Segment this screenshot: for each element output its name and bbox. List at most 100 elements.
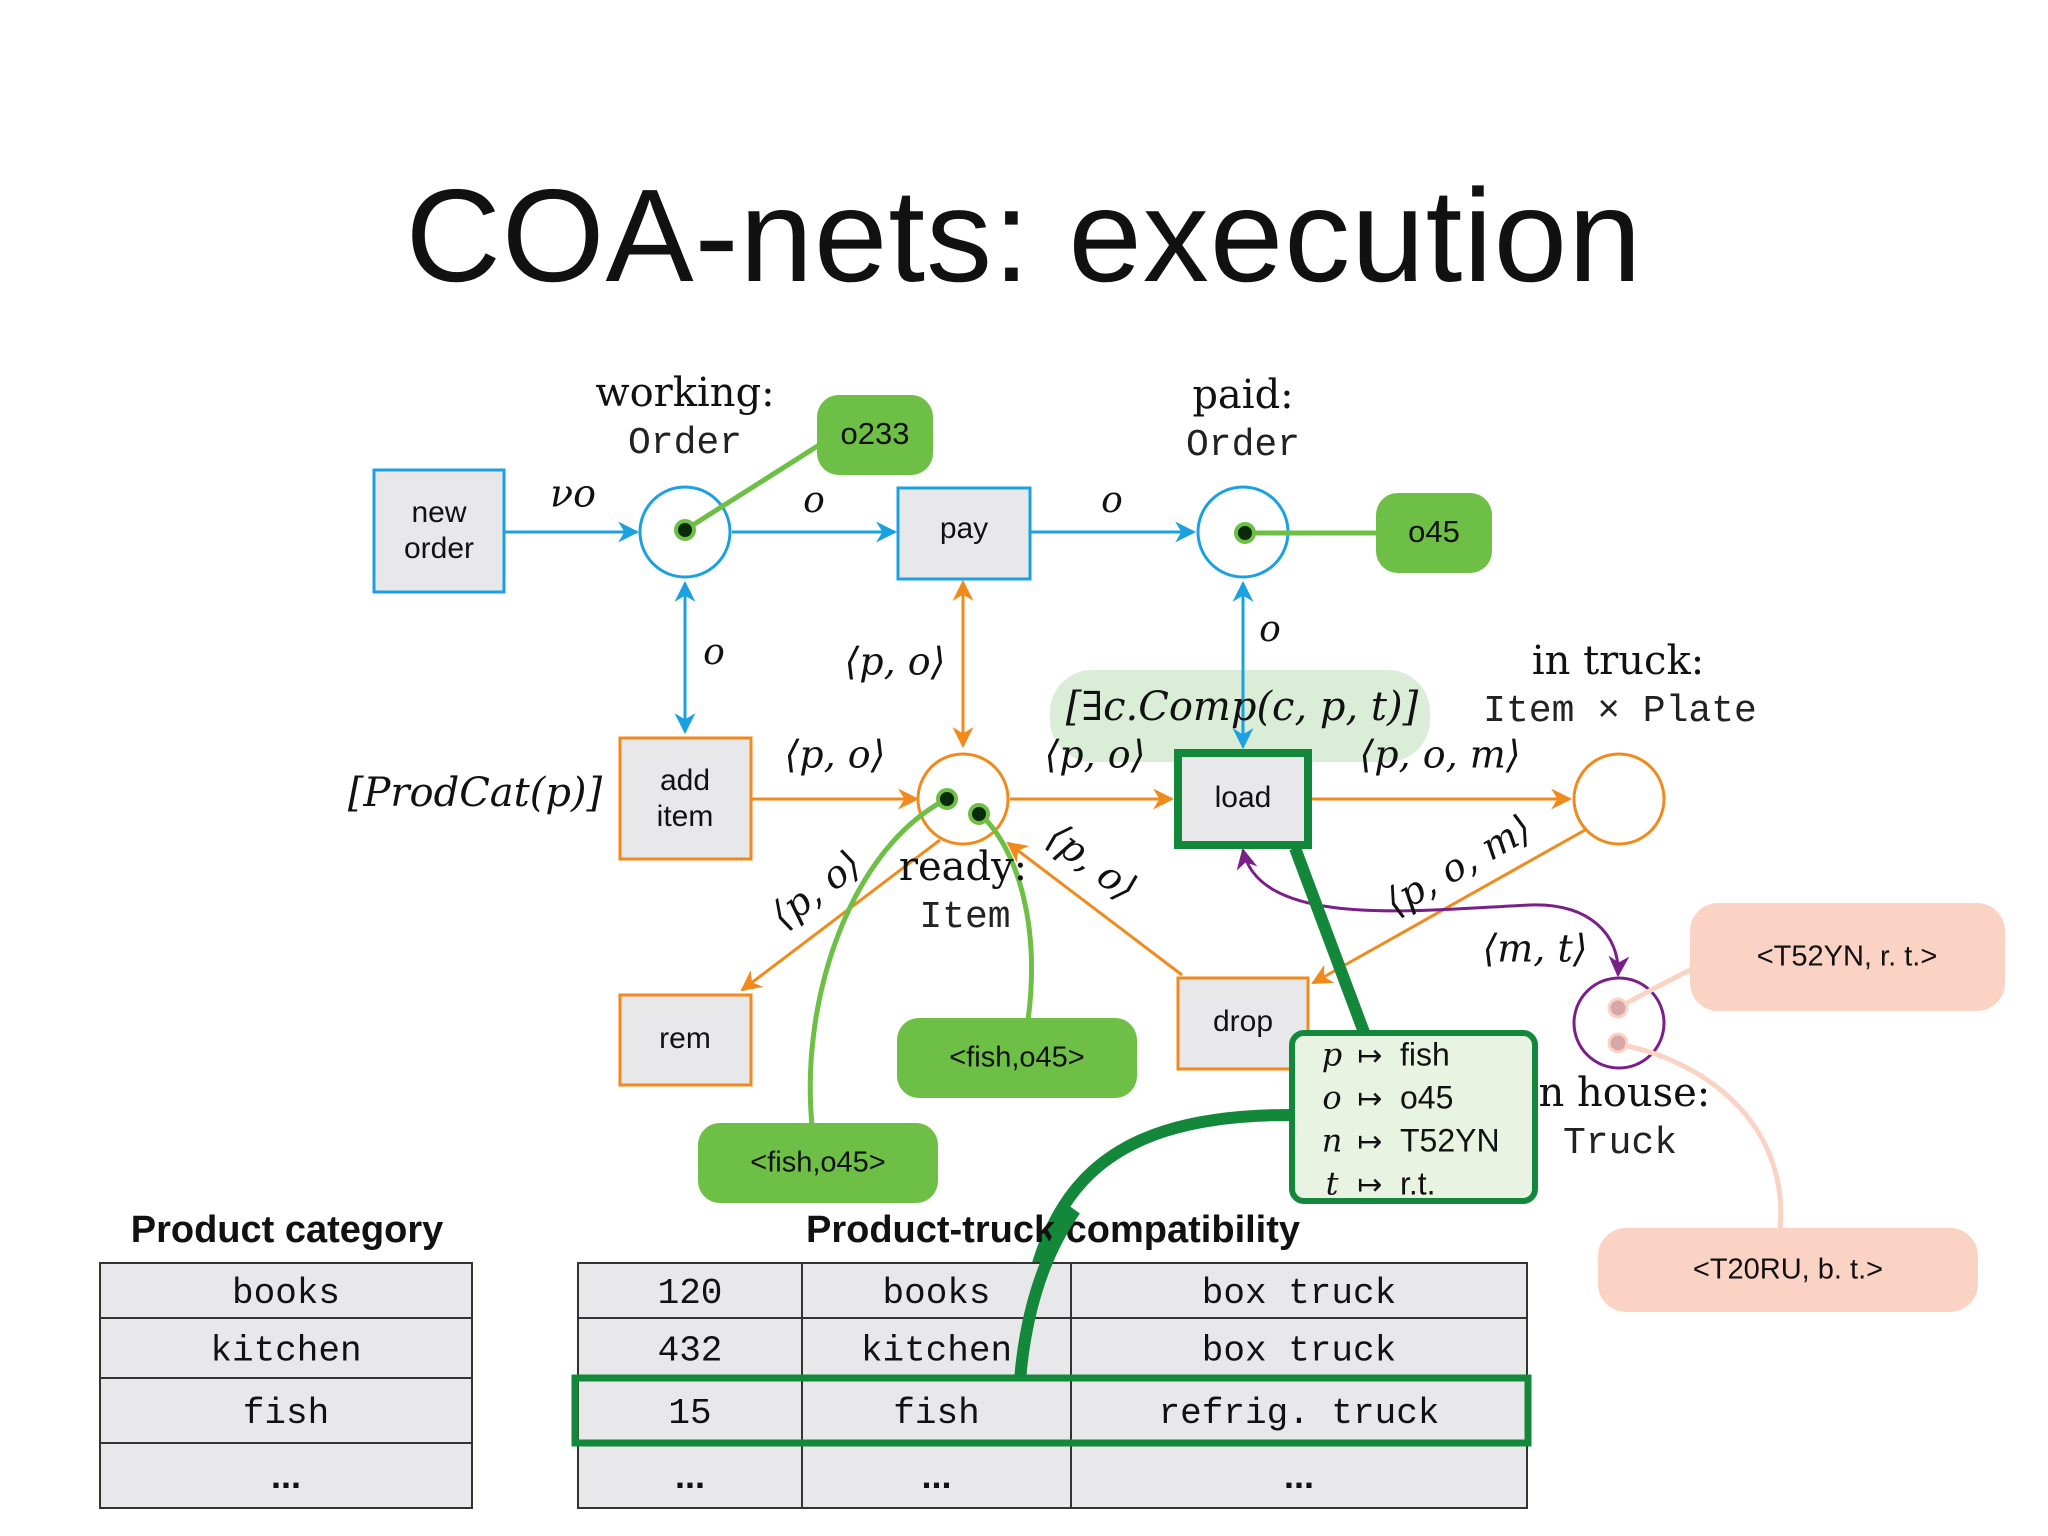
label-o-working-pay: o: [803, 480, 825, 521]
svg-text:<T20RU, b. t.>: <T20RU, b. t.>: [1693, 1254, 1883, 1286]
label-o-paid-load: o: [1259, 609, 1281, 650]
transition-load: load: [1174, 749, 1312, 849]
binding-connector-overlay: [1014, 1206, 1080, 1381]
binding-value: fish: [1400, 1036, 1450, 1072]
label-o-working-add: o: [703, 632, 725, 673]
transition-load-label: load: [1215, 781, 1272, 814]
table-cell-text: books: [232, 1273, 340, 1314]
svg-text:<fish,o45>: <fish,o45>: [949, 1042, 1084, 1074]
transition-new-order: new order: [372, 468, 506, 594]
place-paid-name: paid:: [1192, 372, 1293, 418]
token-ready-2: <fish,o45>: [897, 1018, 1137, 1098]
place-working-name: working:: [595, 370, 774, 416]
token-o45: o45: [1376, 493, 1492, 573]
place-ready-name: ready:: [899, 844, 1027, 890]
binding-arrow: ↦: [1357, 1039, 1382, 1074]
place-in-house: [1572, 976, 1666, 1070]
label-po-pay: ⟨p, o⟩: [844, 640, 945, 684]
binding-var: o: [1322, 1079, 1341, 1117]
transition-add-item: add item: [618, 736, 753, 861]
token-dot-paid: [1234, 522, 1256, 544]
label-o-pay-paid: o: [1101, 480, 1123, 521]
token-truck-2: <T20RU, b. t.>: [1598, 1228, 1978, 1312]
binding-var: p: [1322, 1036, 1342, 1074]
place-paid-type: Order: [1186, 424, 1300, 467]
table-cell-text: 432: [658, 1331, 723, 1372]
transition-pay: pay: [896, 486, 1032, 581]
label-mt: ⟨m, t⟩: [1482, 927, 1587, 971]
token-dot-house-1: [1607, 997, 1629, 1019]
place-in-truck: [1572, 752, 1666, 846]
svg-text:o45: o45: [1408, 514, 1460, 549]
table-cell-text: ...: [1284, 1455, 1314, 1496]
table-cell-text: ...: [675, 1455, 705, 1496]
label-po-ready-rem: ⟨p, o⟩: [762, 841, 869, 937]
table-cell-text: kitchen: [210, 1331, 361, 1372]
label-po-ready-load: ⟨p, o⟩: [1044, 733, 1145, 777]
transition-new-order-line1: new: [411, 496, 466, 529]
arc-ready-rem: [740, 838, 941, 992]
table-cell-text: box truck: [1202, 1331, 1396, 1372]
binding-value: r.t.: [1400, 1165, 1436, 1201]
highlighted-row: [571, 1374, 1532, 1447]
transition-add-item-line2: item: [657, 800, 714, 833]
table-cell: [99, 1377, 473, 1444]
table-cell: [577, 1262, 803, 1319]
transition-drop: drop: [1176, 976, 1310, 1071]
product-category-title: Product category: [131, 1209, 444, 1251]
svg-text:<fish,o45>: <fish,o45>: [750, 1147, 885, 1179]
place-in-house-type: Truck: [1563, 1122, 1677, 1165]
table-cell-text: kitchen: [861, 1331, 1012, 1372]
label-po-drop-ready: ⟨p, o⟩: [1039, 814, 1146, 910]
table-cell: [99, 1317, 473, 1379]
token-ready-1: <fish,o45>: [698, 1123, 938, 1203]
table-cell: [99, 1262, 473, 1319]
place-working-type: Order: [628, 422, 742, 465]
label-nu-o: νo: [550, 472, 596, 516]
binding-arrow: ↦: [1357, 1168, 1382, 1203]
transition-drop-label: drop: [1213, 1005, 1273, 1038]
token-dot-working: [674, 519, 696, 541]
binding-value: o45: [1400, 1079, 1453, 1115]
table-cell: [801, 1442, 1072, 1509]
label-po-add-ready: ⟨p, o⟩: [784, 733, 885, 777]
place-in-truck-type: Item × Plate: [1483, 690, 1757, 733]
product-category-table: books kitchen fish...: [99, 1262, 473, 1509]
table-cell-text: fish: [243, 1393, 329, 1434]
place-in-truck-name: in truck:: [1532, 638, 1704, 684]
transition-new-order-line2: order: [404, 532, 474, 565]
table-cell: [577, 1377, 803, 1444]
table-cell-text: 15: [668, 1393, 711, 1434]
binding-var: n: [1322, 1122, 1343, 1160]
binding-arrow: ↦: [1357, 1082, 1382, 1117]
table-cell-text: box truck: [1202, 1273, 1396, 1314]
transition-rem-label: rem: [659, 1022, 711, 1055]
place-in-house-name: in house:: [1526, 1070, 1711, 1116]
label-pom-load-truck: ⟨p, o, m⟩: [1359, 733, 1520, 777]
guard-add-item: [ProdCat(p)]: [348, 770, 603, 816]
binding-arrow: ↦: [1357, 1125, 1382, 1160]
slide-title: COA-nets: execution: [405, 162, 1643, 309]
table-cell: [1070, 1262, 1528, 1319]
arc-drop-ready: [1006, 841, 1183, 977]
token-dot-ready-1: [936, 788, 958, 810]
token-truck-1: <T52YN, r. t.>: [1690, 903, 2005, 1011]
binding-value: T52YN: [1400, 1122, 1500, 1158]
table-cell: [99, 1442, 473, 1509]
transition-pay-label: pay: [940, 512, 988, 545]
svg-text:<T52YN, r. t.>: <T52YN, r. t.>: [1757, 941, 1938, 973]
token-dot-house-2: [1607, 1032, 1629, 1054]
guard-load: [∃c.Comp(c, p, t)]: [1066, 684, 1419, 730]
table-cell-text: refrig. truck: [1159, 1393, 1440, 1434]
token-o233: o233: [817, 395, 933, 475]
token-dot-ready-2: [968, 803, 990, 825]
table-cell: [1070, 1317, 1528, 1379]
table-cell-text: ...: [921, 1455, 951, 1496]
transition-add-item-line1: add: [660, 764, 710, 797]
transition-rem: rem: [618, 993, 753, 1087]
table-cell-text: ...: [271, 1455, 301, 1496]
table-cell-text: 120: [658, 1273, 723, 1314]
